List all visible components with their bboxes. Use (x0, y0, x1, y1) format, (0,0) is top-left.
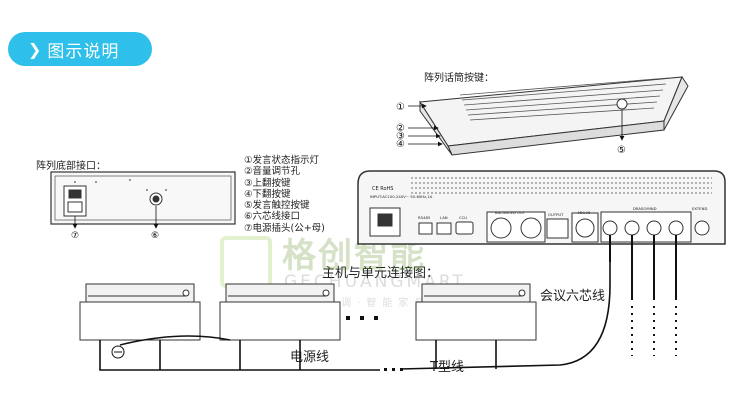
legend-item: ⑤发言触控按键 (244, 200, 310, 212)
extend-port-icon (694, 220, 710, 236)
power-plug-icon (111, 345, 125, 359)
touch-button (616, 98, 628, 110)
array-mic-unit (419, 75, 689, 156)
host-drasomind: DRASOMIND (633, 206, 657, 211)
double-chevron-right-icon: ❯ (28, 39, 42, 59)
six-pin-port-icon (646, 220, 662, 236)
callout-3: ③ (396, 131, 405, 142)
six-pin-port-icon (668, 220, 684, 236)
legend-item: ④下翻按键 (244, 188, 291, 200)
legend-item: ②音量调节孔 (244, 166, 301, 178)
continuation-dots (346, 316, 403, 371)
six-pin-port-icon (602, 220, 618, 236)
six-core-cables (399, 235, 677, 370)
desk-unit (415, 283, 537, 341)
host-ce-mark: CE RoHS (372, 186, 393, 192)
legend-item: ⑥六芯线接口 (244, 211, 301, 223)
legend-item: ①发言状态指示灯 (244, 155, 320, 166)
callout-5: ⑤ (617, 145, 626, 156)
xlr-connector-icon (490, 217, 512, 239)
xlr-connector-icon (520, 217, 542, 239)
host-balanced-out: BALANCED OUT (495, 210, 526, 215)
callout-1: ① (396, 102, 405, 113)
legend-item: ③上翻按键 (244, 177, 291, 189)
host-input-spec: INPUT:AC100-240V~ 50-60Hz,1A (370, 194, 433, 199)
connection-label: 主机与单元连接图： (322, 266, 440, 281)
host-rear-panel (357, 170, 726, 245)
banner-title: 图示说明 (47, 41, 120, 62)
six-pin-port-icon (624, 220, 640, 236)
host-output: OUTPUT (548, 212, 564, 217)
bottom-interface-label: 阵列底部接口： (36, 161, 106, 172)
mic-buttons-label: 阵列话筒按键： (424, 73, 494, 84)
host-extend: EXTEND (692, 206, 707, 211)
section-banner: ❯ 图示说明 (8, 32, 152, 66)
mic-callouts (408, 103, 625, 147)
callout-2: ② (396, 123, 405, 134)
host-lan: LAN (440, 215, 448, 220)
conference-cable-label: 会议六芯线 (540, 289, 606, 304)
legend-item: ⑦电源插头(公+母) (244, 222, 325, 234)
host-rs485: RS485 (418, 215, 431, 220)
callout-6: ⑥ (151, 231, 159, 241)
desk-unit (79, 283, 201, 341)
host-mic-in: MIC IN (578, 210, 590, 215)
bottom-interface-panel (50, 171, 236, 225)
xlr-connector-icon (575, 218, 595, 238)
desk-unit (219, 283, 341, 341)
unit-cables (99, 335, 497, 371)
callout-4: ④ (396, 139, 405, 150)
legend-list: ①发言状态指示灯 ②音量调节孔 ③上翻按键 ④下翻按键 ⑤发言触控按键 ⑥六芯线… (244, 155, 325, 234)
callout-7: ⑦ (71, 231, 79, 241)
host-ccu: CCU (459, 215, 467, 220)
